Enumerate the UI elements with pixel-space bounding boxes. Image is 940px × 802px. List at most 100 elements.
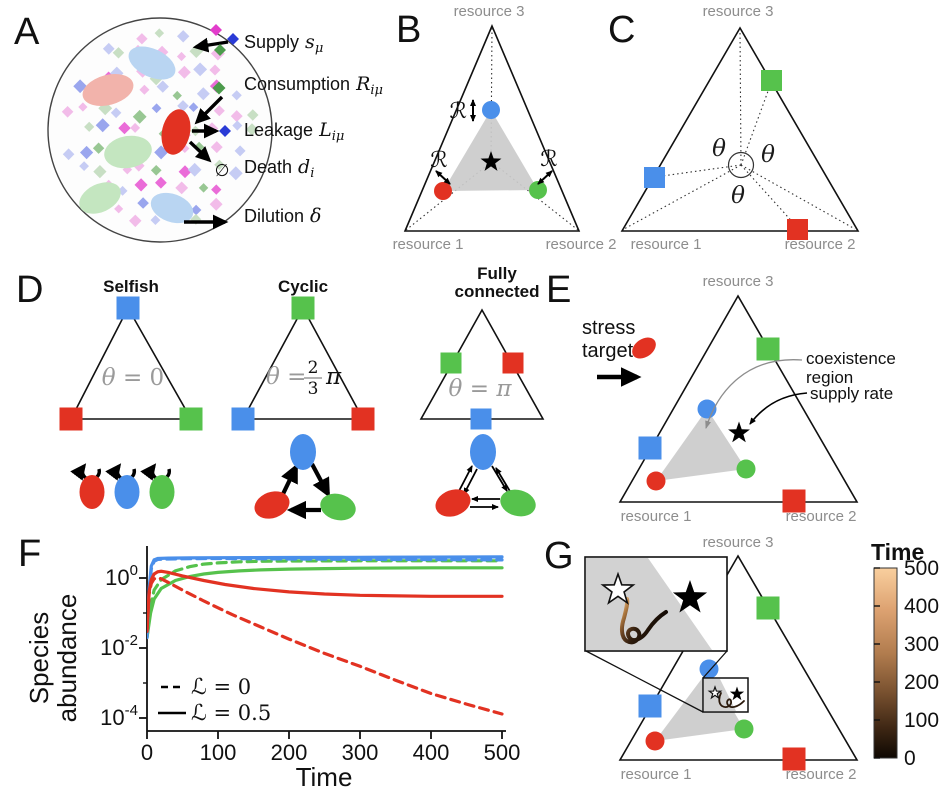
resource-diamond	[234, 145, 246, 157]
x-tick-label: 0	[141, 740, 153, 765]
square-red	[351, 407, 375, 431]
resource-diamond	[187, 162, 202, 177]
chart-legend: ℒ = 0 ℒ = 0.5	[158, 675, 271, 726]
resource-diamond	[79, 161, 89, 171]
resource-diamond	[172, 90, 182, 101]
microbe-ellipse	[79, 182, 121, 214]
resource-diamond	[118, 121, 131, 135]
leakage-diamond	[219, 125, 231, 137]
resource-diamond	[134, 178, 148, 192]
death-arrow	[188, 140, 212, 163]
resource-diamond	[136, 33, 148, 45]
series-green-solid-L0.5	[147, 566, 504, 640]
resource-diamond	[110, 66, 124, 80]
microbe-ellipse	[104, 135, 152, 169]
ternary-triangle	[403, 23, 581, 232]
resource-diamond	[132, 109, 147, 124]
consumer-square-blue	[644, 167, 665, 188]
cyclic-triangle	[241, 306, 365, 420]
panel-g: G resource 3 resource 1 resource 2 Time …	[544, 534, 939, 783]
species-dot-red	[434, 182, 452, 200]
radius-symbol: ℛ	[449, 99, 467, 124]
resource3-label: resource 3	[703, 3, 774, 20]
panel-letter-c: C	[608, 9, 635, 51]
resource1-label: resource 1	[393, 236, 464, 253]
series-green-dashed-L0	[147, 559, 504, 640]
stress-target-ellipse	[632, 337, 656, 359]
supply-rate-label: supply rate	[810, 384, 893, 403]
supply-arrow	[192, 37, 229, 53]
panel-letter-d: D	[16, 269, 43, 311]
chart-curves	[147, 555, 504, 716]
resource-diamond	[190, 204, 202, 216]
microbe-ellipse	[150, 192, 194, 224]
coexistence-label-1: coexistence	[806, 349, 896, 368]
colorbar-tick-label: 400	[904, 595, 939, 618]
selfish-title: Selfish	[103, 277, 159, 296]
panel-b: B resource 3 resource 1 resource 2 ℛ ℛ ℛ	[393, 3, 617, 253]
resource-diamond	[139, 84, 150, 95]
svg-text:θ =: θ =	[266, 364, 306, 390]
square-blue	[470, 408, 492, 430]
resource-diamond	[155, 176, 167, 189]
legend-entry-L0: ℒ = 0	[191, 675, 251, 700]
angle-circle	[727, 151, 755, 179]
theta-eq-two-thirds-pi: θ = 2 3 π	[266, 358, 342, 399]
resource-diamond	[210, 141, 223, 154]
species-ellipse-green	[320, 493, 356, 521]
resource1-label: resource 1	[621, 766, 692, 783]
resource-diamond	[61, 106, 74, 118]
species-dot-green	[736, 459, 756, 479]
resource-diamond	[180, 143, 190, 153]
resource-diamond	[112, 47, 125, 59]
consumer-square-green	[761, 70, 782, 91]
cyclic-arrows	[281, 463, 330, 520]
panel-letter-b: B	[396, 9, 421, 51]
resource-diamond	[110, 107, 122, 119]
resource-diamond	[93, 165, 107, 179]
colorbar-tick-label: 500	[904, 557, 939, 580]
y-axis-title-2: abundance	[52, 594, 82, 723]
selfish-triangle	[69, 306, 193, 420]
consumer-square-green	[756, 337, 780, 361]
square-blue	[231, 407, 255, 431]
resource-diamond	[209, 64, 221, 76]
series-blue-dashed-L0	[147, 556, 504, 640]
y-tick-label: 10-2	[100, 632, 138, 660]
colorbar-tick-label: 300	[904, 633, 939, 656]
resource-diamond	[178, 165, 192, 179]
supply-diamond-blue	[227, 33, 239, 45]
species-dot-blue	[482, 101, 500, 119]
consumption-arrow	[194, 95, 224, 125]
colorbar-tick-label: 200	[904, 671, 939, 694]
theta-eq-0: θ = 0	[102, 365, 164, 391]
square-red	[502, 352, 524, 374]
square-green	[179, 407, 203, 431]
x-tick-label: 200	[271, 740, 308, 765]
supply-diamond-green	[214, 44, 226, 56]
resource-diamond	[211, 184, 222, 195]
resource-diamond	[114, 204, 124, 214]
panel-d: D Selfish θ = 0 Cyclic θ = 2 3 π Fully c…	[16, 264, 545, 521]
coexistence-region	[656, 409, 746, 481]
ternary-triangle	[618, 554, 859, 761]
resource-diamond	[213, 105, 225, 117]
species-ellipse-blue	[290, 434, 316, 470]
x-tick-label: 100	[200, 740, 237, 765]
arrow-red-to-blue	[281, 463, 298, 495]
resource1-label: resource 1	[631, 236, 702, 253]
resource-diamond	[102, 42, 115, 55]
square-green	[291, 296, 315, 320]
species-dot-blue	[699, 659, 719, 679]
resource-diamond	[78, 102, 88, 112]
supply-trajectory	[619, 597, 668, 645]
y-tick-label: 10-4	[100, 702, 138, 730]
arrow	[495, 467, 512, 494]
